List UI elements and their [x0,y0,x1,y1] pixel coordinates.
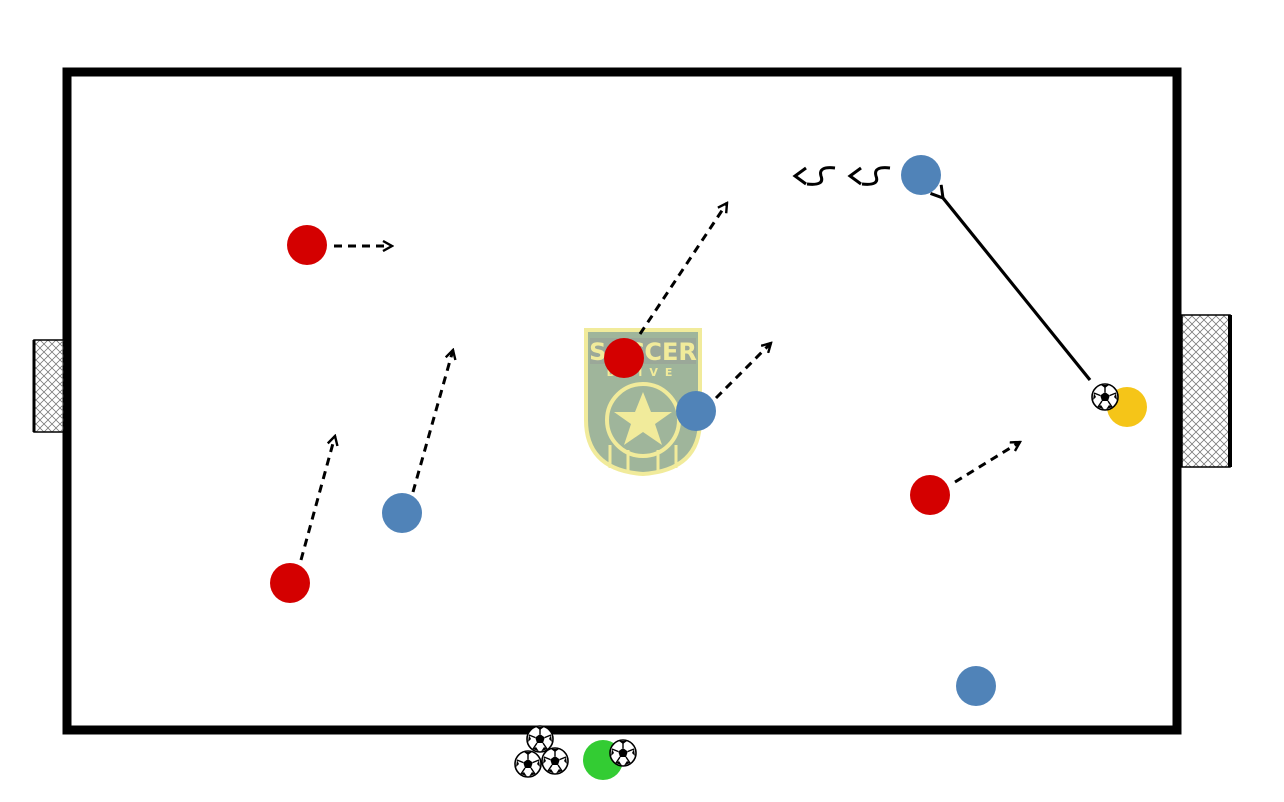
run-arrow [954,442,1020,484]
dribble-arrow [792,166,891,186]
blue-player[interactable] [956,666,996,706]
left-goal [32,339,65,433]
blue-player[interactable] [676,391,716,431]
soccer-ball-icon[interactable] [1091,383,1119,411]
run-arrows [299,203,1020,561]
red-player[interactable] [270,563,310,603]
red-player[interactable] [910,475,950,515]
soccer-ball-icon[interactable] [609,739,637,767]
soccer-ball-icon[interactable] [526,725,554,753]
red-player[interactable] [604,338,644,378]
soccer-ball-icon[interactable] [541,747,569,775]
pass-arrow [943,198,1092,382]
red-player[interactable] [287,225,327,265]
run-arrow [411,350,453,493]
soccer-ball-icon[interactable] [514,750,542,778]
logo-star-icon [614,392,672,445]
blue-player[interactable] [382,493,422,533]
right-goal [1181,314,1232,468]
players [270,155,1147,780]
run-arrow [638,203,727,335]
run-arrow [714,343,771,400]
run-arrow [299,436,335,561]
blue-player[interactable] [901,155,941,195]
field-boundary [62,67,1182,735]
